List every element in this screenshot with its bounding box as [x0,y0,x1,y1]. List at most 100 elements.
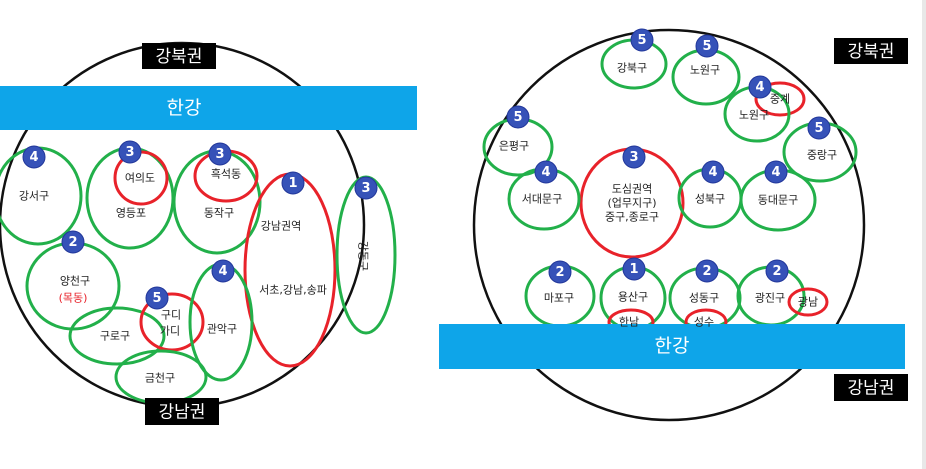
right-district-label: 중구,종로구 [605,211,659,224]
left-district-label: 흑석동 [211,167,241,181]
left-district-ring [139,292,205,352]
right-district-ring [671,48,741,106]
rank-badge-number: 3 [125,145,134,160]
left-rank-badge: 1 [281,171,305,195]
rank-badge-circle [622,257,646,281]
right-rank-badge: 5 [695,34,719,58]
rank-badge-number: 2 [555,265,564,280]
right-district-label: 노원구 [690,64,720,77]
rank-badge-number: 4 [755,80,764,95]
rank-badge-number: 3 [215,147,224,162]
rank-badge-circle [118,140,142,164]
rank-badge-circle [748,75,772,99]
left-district-label: 금천구 [145,371,175,385]
left-region-bottom-label: 강남권 [159,403,206,423]
left-region-top-label-box [142,43,216,69]
rank-badge-circle [534,160,558,184]
right-region-bottom-label-box [834,374,908,401]
left-district-label: (목동) [59,292,88,305]
right-rank-badge: 2 [695,259,719,283]
right-district-ring [787,287,829,317]
rank-badge-number: 4 [218,264,227,279]
right-region-top-label: 강북권 [848,42,895,62]
right-rank-badge: 1 [622,257,646,281]
left-district-ring [243,172,337,368]
right-rank-badge: 4 [764,160,788,184]
rank-badge-circle [622,145,646,169]
rank-badge-circle [701,160,725,184]
right-rank-badge: 5 [630,28,654,52]
left-region-top-label: 강북권 [156,47,203,67]
left-district-label: 영등포 [116,207,146,220]
left-rank-badge: 5 [145,286,169,310]
rank-badge-circle [208,142,232,166]
right-rank-badge: 2 [548,260,572,284]
right-district-label: 성북구 [695,193,725,206]
left-district-ring [68,306,166,366]
right-district-ring [754,81,806,117]
rank-badge-circle [281,171,305,195]
rank-badge-circle [22,145,46,169]
rank-badge-number: 5 [814,121,823,136]
right-district-label: 동대문구 [758,194,798,207]
rank-badge-number: 5 [637,33,646,48]
rank-badge-number: 3 [629,150,638,165]
right-district-label: 노원구 [739,109,769,122]
right-district-label: 서대문구 [522,193,562,206]
left-district-label: 가디 [160,325,180,338]
rank-badge-number: 4 [771,165,780,180]
right-region-bottom-label: 강남권 [848,379,895,399]
rank-badge-circle [506,105,530,129]
page-right-border [922,0,926,469]
rank-badge-number: 1 [288,176,297,191]
rank-badge-number: 5 [513,110,522,125]
rank-badge-circle [764,160,788,184]
left-han-river-label: 한강 [167,97,202,119]
right-district-label: 한남 [619,316,639,329]
right-rank-badge: 3 [622,145,646,169]
rank-badge-circle [354,176,378,200]
right-rank-badge: 5 [807,116,831,140]
left-district-label: 강남권역 [261,220,301,233]
left-district-label: 강동구 [357,241,370,271]
right-district-label: 중계 [770,93,790,106]
right-district-label: (업무지구) [607,197,656,210]
right-district-label: 강북구 [617,62,647,75]
left-district-label: 서초,강남,송파 [259,284,327,297]
rank-badge-circle [548,260,572,284]
right-rank-badge: 2 [765,259,789,283]
rank-badge-number: 4 [708,165,717,180]
right-district-label: 중랑구 [807,149,837,162]
right-rank-badge: 4 [534,160,558,184]
left-rank-badge: 4 [211,259,235,283]
left-han-river [0,86,417,130]
rank-badge-circle [695,259,719,283]
left-district-label: 구로구 [100,330,130,343]
rank-badge-circle [145,286,169,310]
rank-badge-number: 2 [68,235,77,250]
right-region-top-label-box [834,38,908,64]
left-district-label: 강서구 [19,190,49,203]
rank-badge-circle [695,34,719,58]
right-han-river [439,324,905,369]
right-rank-badge: 4 [701,160,725,184]
left-rank-badge: 2 [61,230,85,254]
left-region-bottom-label-box [145,398,219,425]
rank-badge-circle [630,28,654,52]
right-district-label: 마포구 [544,292,574,305]
rank-badge-circle [807,116,831,140]
right-rank-badge: 4 [748,75,772,99]
left-rank-badge: 4 [22,145,46,169]
right-city-outline [472,28,866,422]
left-district-label: 구디 [161,309,181,322]
right-district-label: 성수 [694,316,714,329]
left-rank-badge: 3 [354,176,378,200]
left-district-label: 여의도 [125,172,155,185]
rank-badge-number: 4 [541,165,550,180]
rank-badge-number: 3 [361,181,370,196]
right-district-label: 광진구 [755,292,785,305]
rank-badge-number: 4 [29,150,38,165]
right-district-label: 은평구 [499,140,529,153]
left-district-label: 동작구 [204,207,234,220]
right-district-label: 성동구 [689,292,719,305]
